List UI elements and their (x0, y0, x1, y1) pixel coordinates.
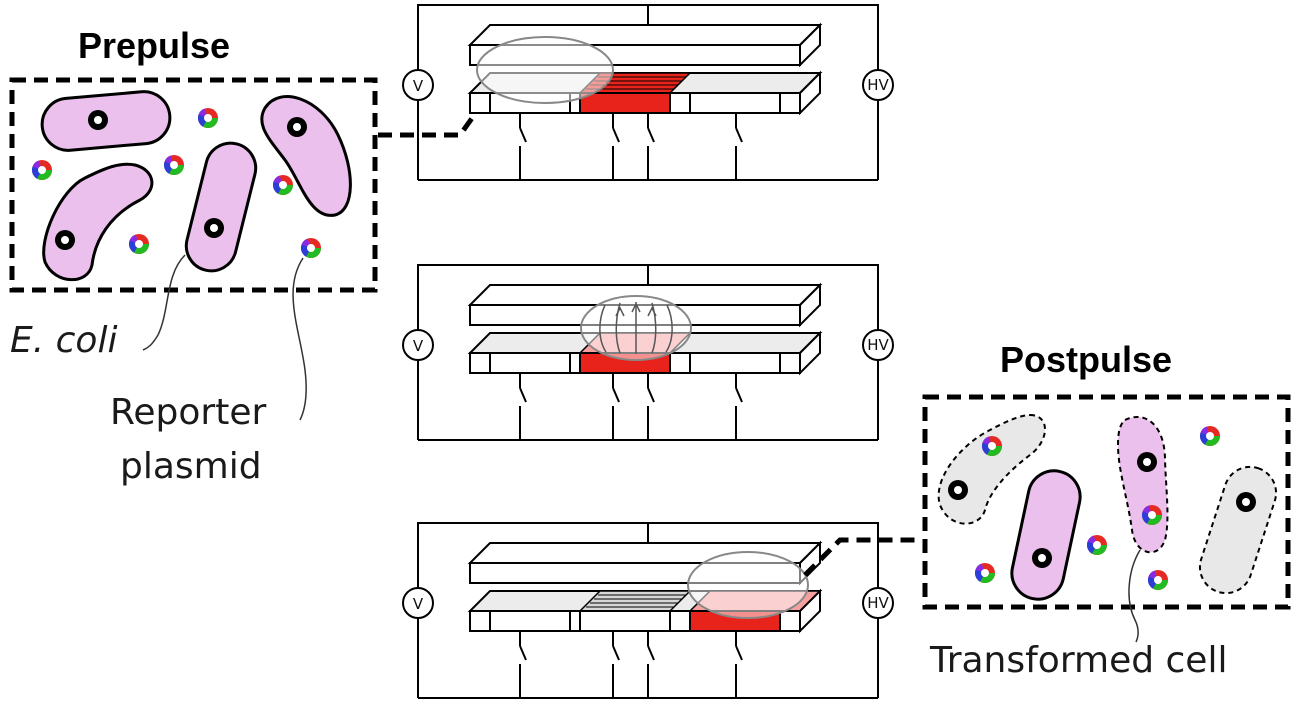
postpulse-label: Postpulse (1000, 339, 1172, 380)
ecoli-cell (184, 141, 258, 273)
reporter-label: Reporter (110, 392, 266, 433)
plasmid-ring-icon (301, 238, 321, 258)
ecoli-cell (42, 162, 154, 282)
plasmid-ring-icon (32, 160, 52, 180)
plasmid-ring-icon (1087, 535, 1107, 555)
high-voltage-label: HV (867, 76, 889, 94)
prepulse-connector (378, 98, 488, 138)
meter-circle-icon (402, 329, 434, 361)
voltmeter-label: V (413, 595, 424, 613)
ecoli-cell (260, 95, 352, 217)
postpulse-panel: Postpulse Transformed cell (922, 339, 1291, 681)
nucleoid-ring-icon (1236, 492, 1256, 512)
ecoli-cell (1116, 415, 1169, 554)
plasmid-ring-icon (982, 436, 1002, 456)
nucleoid-ring-icon (1137, 452, 1157, 472)
high-voltage-label: HV (867, 594, 889, 612)
prepulse-box (9, 77, 378, 293)
device-stage-1: V HV (402, 4, 894, 181)
nucleoid-ring-icon (55, 230, 75, 250)
plasmid-label: plasmid (120, 446, 262, 487)
postpulse-box (922, 394, 1291, 610)
plasmid-ring-icon (198, 108, 218, 128)
electric-field-lines (599, 302, 673, 354)
meter-circle-icon (402, 587, 434, 619)
droplet (476, 36, 614, 104)
plasmid-ring-icon (975, 563, 995, 583)
switch-icon (519, 631, 743, 698)
plasmid-ring-icon (1142, 505, 1162, 525)
plasmid-ring-icon (129, 234, 149, 254)
nucleoid-ring-icon (948, 480, 968, 500)
transformed-cell-label: Transformed cell (929, 640, 1227, 681)
nucleoid-ring-icon (287, 117, 307, 137)
meter-circle-icon (402, 69, 434, 101)
plasmid-ring-icon (1200, 426, 1220, 446)
ecoli-label: E. coli (10, 320, 117, 361)
postpulse-connector (803, 537, 922, 577)
ecoli-cell (1010, 469, 1082, 601)
voltmeter-label: V (413, 77, 424, 95)
meter-circle-icon (862, 587, 894, 619)
nucleoid-ring-icon (88, 110, 108, 130)
high-voltage-label: HV (867, 336, 889, 354)
device-stage-2: V HV (402, 264, 894, 441)
plasmid-ring-icon (164, 155, 184, 175)
plasmid-ring-icon (273, 175, 293, 195)
switch-icon (519, 113, 743, 180)
prepulse-label: Prepulse (78, 25, 230, 66)
plasmid-ring-icon (1148, 570, 1168, 590)
prepulse-panel: Prepulse E. coli Reporter plasmid (9, 25, 488, 487)
meter-circle-icon (862, 329, 894, 361)
nucleoid-ring-icon (1032, 548, 1052, 568)
nucleoid-ring-icon (204, 218, 224, 238)
switch-icon (519, 373, 743, 440)
transformed-leader-line (1128, 549, 1141, 643)
plasmid-leader-line (292, 257, 307, 421)
device-stage-3: V HV (402, 522, 922, 699)
ecoli-cell (1198, 465, 1278, 595)
ecoli-leader-line (142, 254, 186, 351)
meter-circle-icon (862, 69, 894, 101)
droplet (687, 551, 809, 619)
voltmeter-label: V (413, 337, 424, 355)
